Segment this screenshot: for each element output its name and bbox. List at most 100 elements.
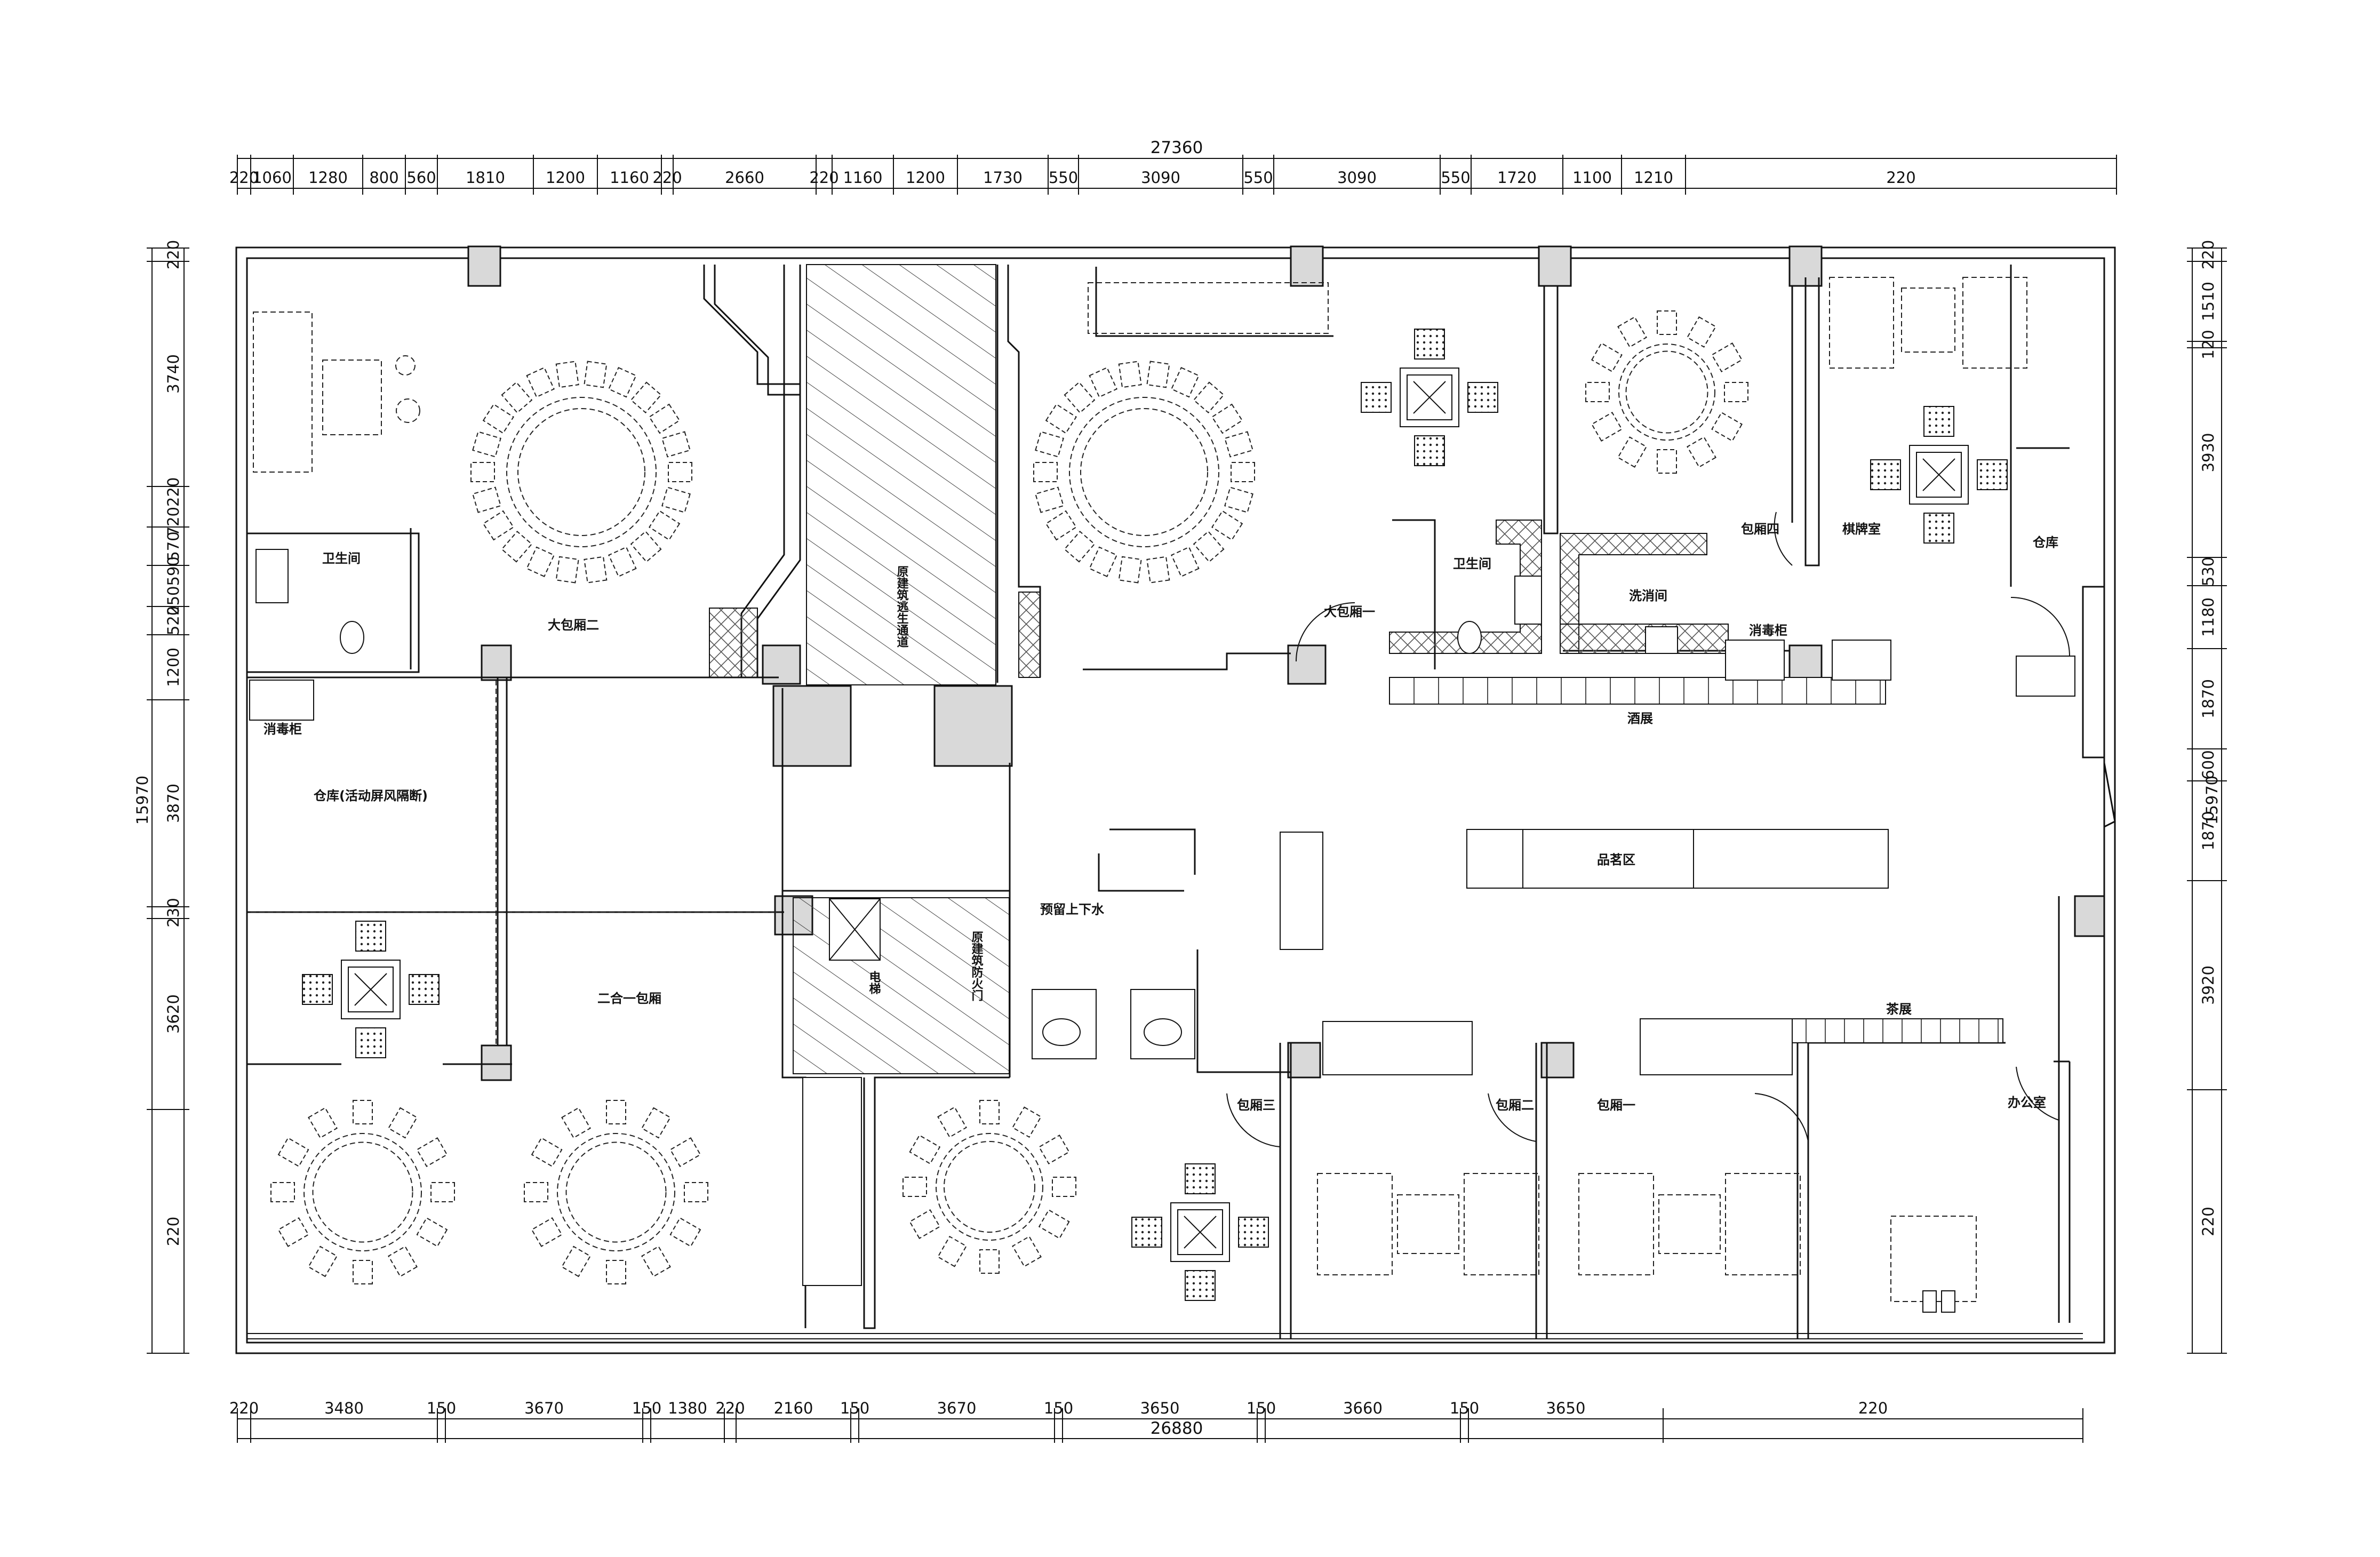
dimension-label: 150 [632,1399,661,1417]
dimension-label: 3650 [1140,1399,1180,1417]
chair [1035,431,1064,458]
dimension-label: 1200 [546,169,585,187]
dimension-label: 3660 [1343,1399,1383,1417]
dimension-label: 800 [369,169,398,187]
dimension-label: 150 [1450,1399,1479,1417]
wine-display-counter [1389,677,1886,705]
dimension-label: 1180 [2199,597,2217,637]
chair [684,1182,708,1202]
dimension-label: 530 [2199,557,2217,586]
chair [561,1245,591,1277]
chair [661,431,691,458]
dimension-label: 150 [840,1399,869,1417]
chair [1185,1270,1216,1301]
chair [669,1217,701,1247]
chair [1118,361,1142,388]
chair [979,1249,1000,1274]
room-1-label: 包厢一 [1597,1098,1635,1113]
office-desk [1890,1216,1977,1313]
dimension-label: 1160 [610,169,649,187]
chair [1617,436,1647,468]
dimension-label: 1210 [1634,169,1673,187]
chair [277,1137,309,1167]
chair [909,1209,941,1239]
dimension-label: 220 [2199,1207,2217,1236]
wash-room-label: 洗消间 [1629,588,1667,603]
chair [1012,1106,1042,1138]
big-room-1-label: 大包厢一 [1324,604,1375,619]
chair [606,1100,626,1124]
chair [903,1177,927,1197]
chair [1361,382,1392,413]
dimension-label: 3740 [164,354,182,394]
chair [302,974,333,1005]
storage-right-label: 仓库 [2032,535,2058,550]
chair [1231,462,1255,482]
dimension-label: 220 [229,1399,259,1417]
dimension-label: 120 [2199,330,2217,359]
dimension-label: 220 [809,169,838,187]
card-tables [302,329,2008,1301]
dimension-label: 220 [715,1399,745,1417]
dimension-label: 3930 [2199,433,2217,473]
dimension-label: 3650 [1546,1399,1586,1417]
chair [501,530,533,563]
dimension-label: 1280 [308,169,348,187]
chair [1724,382,1748,402]
dimension-label: 3670 [937,1399,977,1417]
card-table [302,921,440,1058]
card-table [1131,1163,1269,1301]
room-labels: 大包厢二 卫生间 消毒柜 仓库(活动屏风隔断) 二合一包厢 大包厢一 卫生间 洗… [263,522,2058,1113]
chair [1711,342,1743,372]
chair [1146,361,1170,388]
chair [1033,462,1058,482]
chair [470,462,495,482]
round-table [270,1100,455,1284]
chair [524,1182,548,1202]
right-total-dim: 15970 [2203,776,2221,825]
chair [584,556,608,584]
right-dimension-chain: 15970 2201510120393053011801870600187039… [2187,240,2227,1354]
dimension-label: 720220 [164,477,182,537]
chair [1131,1217,1162,1248]
chair [1657,310,1677,335]
dimension-label: 1870 [2199,679,2217,718]
chair [661,486,691,513]
dimension-label: 3620 [164,994,182,1034]
chair [1171,366,1200,398]
dimension-label: 3920 [2199,965,2217,1005]
tea-area-counter [1466,829,1889,889]
disinfect-cabinets [249,640,2075,721]
tea-display-label: 茶展 [1886,1002,1912,1017]
dimension-label: 1730 [983,169,1023,187]
chair [1052,1177,1076,1197]
chair [584,361,608,388]
round-table [470,361,692,584]
dimension-label: 3480 [324,1399,364,1417]
dimension-label: 3670 [524,1399,564,1417]
dimension-label: 550 [1441,169,1470,187]
chair [1585,382,1610,402]
dimension-label: 250590 [164,556,182,616]
chair [388,1107,418,1139]
chair [430,1182,455,1202]
chair [308,1107,338,1139]
left-dimension-chain: 15970 2203740720220570250590520120038702… [133,240,189,1354]
chair [531,1217,563,1247]
chair [1185,1163,1216,1194]
room-4-label: 包厢四 [1741,522,1779,537]
card-table [1870,406,2008,544]
chair [1657,449,1677,474]
dimension-label: 150 [1044,1399,1073,1417]
dimension-label: 220 [164,1217,182,1246]
room-2-label: 包厢二 [1496,1098,1534,1113]
chair [1035,486,1064,513]
dimension-label: 550 [1049,169,1078,187]
chair [482,403,514,434]
dimension-label: 1060 [252,169,292,187]
chair [355,1027,386,1058]
door-swings [1226,512,2070,1147]
chair [1146,556,1170,584]
dimension-label: 1870 [2199,811,2217,851]
